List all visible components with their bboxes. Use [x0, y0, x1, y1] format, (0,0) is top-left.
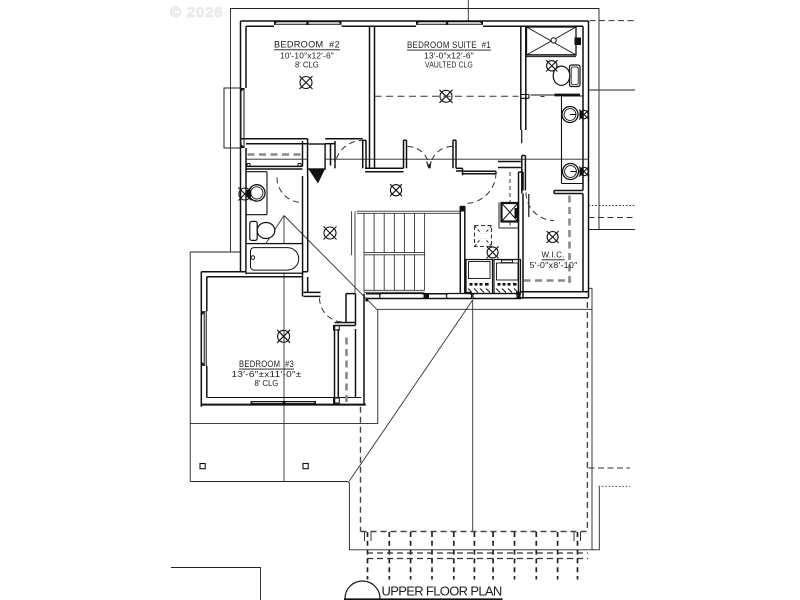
- svg-text:VAULTED CLG: VAULTED CLG: [425, 60, 473, 69]
- svg-text:13′-6″±x11′-0″±: 13′-6″±x11′-0″±: [232, 370, 303, 379]
- svg-text:BEDROOM #3: BEDROOM #3: [239, 359, 294, 369]
- svg-text:5′-0″x8′-10″: 5′-0″x8′-10″: [530, 261, 578, 270]
- svg-text:BEDROOM #2: BEDROOM #2: [274, 40, 340, 50]
- svg-text:BEDROOM SUITE #1: BEDROOM SUITE #1: [407, 40, 491, 50]
- svg-text:UPPER FLOOR PLAN: UPPER FLOOR PLAN: [382, 584, 503, 599]
- svg-text:8′ CLG: 8′ CLG: [255, 379, 279, 388]
- svg-text:8′ CLG: 8′ CLG: [295, 60, 319, 69]
- svg-text:13′-0″x12′-6″: 13′-0″x12′-6″: [424, 51, 474, 60]
- svg-text:W.I.C.: W.I.C.: [542, 251, 565, 260]
- svg-text:© 2026: © 2026: [170, 4, 223, 21]
- svg-text:10′-10″x12′-6″: 10′-10″x12′-6″: [280, 51, 334, 60]
